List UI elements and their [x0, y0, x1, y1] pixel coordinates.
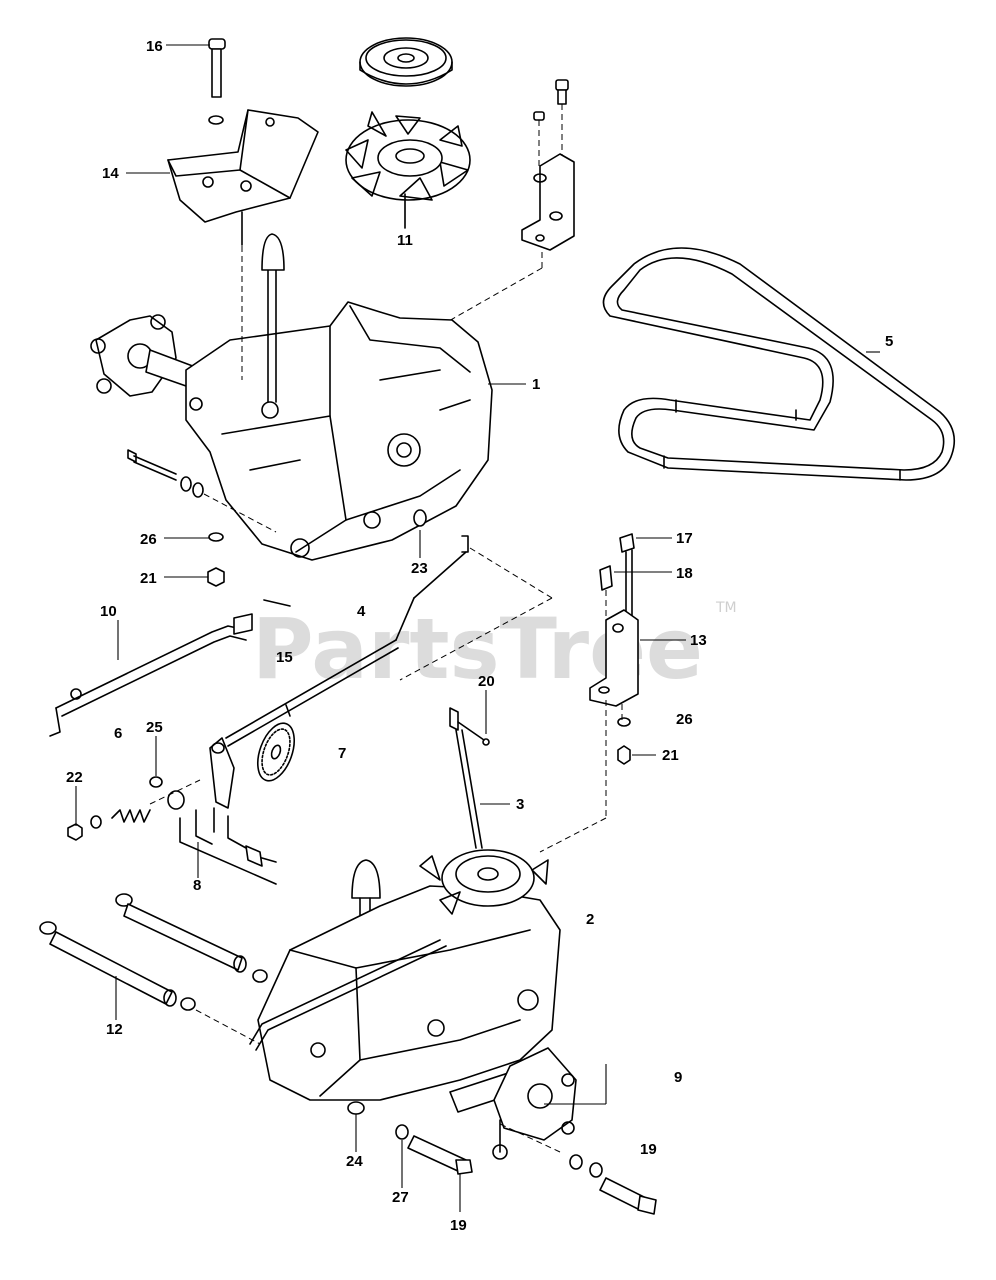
- callout-11: 11: [397, 232, 413, 249]
- callout-22: 22: [66, 769, 83, 786]
- callout-21-upper: 21: [140, 570, 157, 587]
- part-13-bracket: [539, 533, 639, 853]
- callout-1: 1: [532, 376, 540, 393]
- callout-19-lower: 19: [450, 1217, 467, 1234]
- leader-lines: [75, 44, 880, 1212]
- callout-5: 5: [885, 333, 893, 350]
- callout-13: 13: [690, 632, 707, 649]
- part-20-pin: [449, 707, 490, 746]
- callout-20: 20: [478, 673, 495, 690]
- part-12-spacer-tubes: [39, 893, 268, 1045]
- callout-23: 23: [411, 560, 428, 577]
- callout-9: 9: [674, 1069, 682, 1086]
- part-11-cooling-fan: [345, 111, 471, 229]
- callout-27: 27: [392, 1189, 409, 1206]
- lower-hardware: [347, 1101, 657, 1215]
- callout-15: 15: [276, 649, 293, 666]
- callout-10: 10: [100, 603, 117, 620]
- callout-7: 7: [338, 745, 346, 762]
- callout-26-right: 26: [676, 711, 693, 728]
- callout-14: 14: [102, 165, 119, 182]
- callout-8: 8: [193, 877, 201, 894]
- part-4-control-rod: [225, 535, 553, 747]
- part-16-bolt: [208, 38, 226, 125]
- callout-3: 3: [516, 796, 524, 813]
- part-3-linkage-rod: [455, 729, 483, 849]
- callout-24: 24: [346, 1153, 363, 1170]
- callout-12: 12: [106, 1021, 123, 1038]
- part-10-rod: [49, 599, 291, 737]
- callout-16: 16: [146, 38, 163, 55]
- part-14-mounting-bracket: [167, 109, 319, 246]
- input-pulley: [359, 37, 453, 87]
- part-5-drive-belt: [602, 247, 956, 481]
- callout-6: 6: [114, 725, 122, 742]
- part-7-gear: [256, 722, 296, 782]
- callout-17: 17: [676, 530, 693, 547]
- callout-21-right: 21: [662, 747, 679, 764]
- part-23-fitting: [413, 509, 427, 527]
- callout-25: 25: [146, 719, 163, 736]
- callout-4: 4: [357, 603, 366, 620]
- part-8-lever-assembly: [167, 737, 277, 885]
- part-1-transaxle-upper: [90, 233, 493, 561]
- upper-right-bracket: [439, 79, 575, 327]
- callouts: 16 14 11 5 1 26 21 23 17 18 4 10 13 15 2…: [66, 38, 893, 1234]
- part-2-transaxle-lower: [249, 849, 577, 1160]
- callout-26-upper: 26: [140, 531, 157, 548]
- callout-19-right: 19: [640, 1141, 657, 1158]
- callout-2: 2: [586, 911, 594, 928]
- callout-18: 18: [676, 565, 693, 582]
- axle-bolt-assembly: [127, 449, 277, 587]
- watermark-trademark: TM: [715, 600, 737, 616]
